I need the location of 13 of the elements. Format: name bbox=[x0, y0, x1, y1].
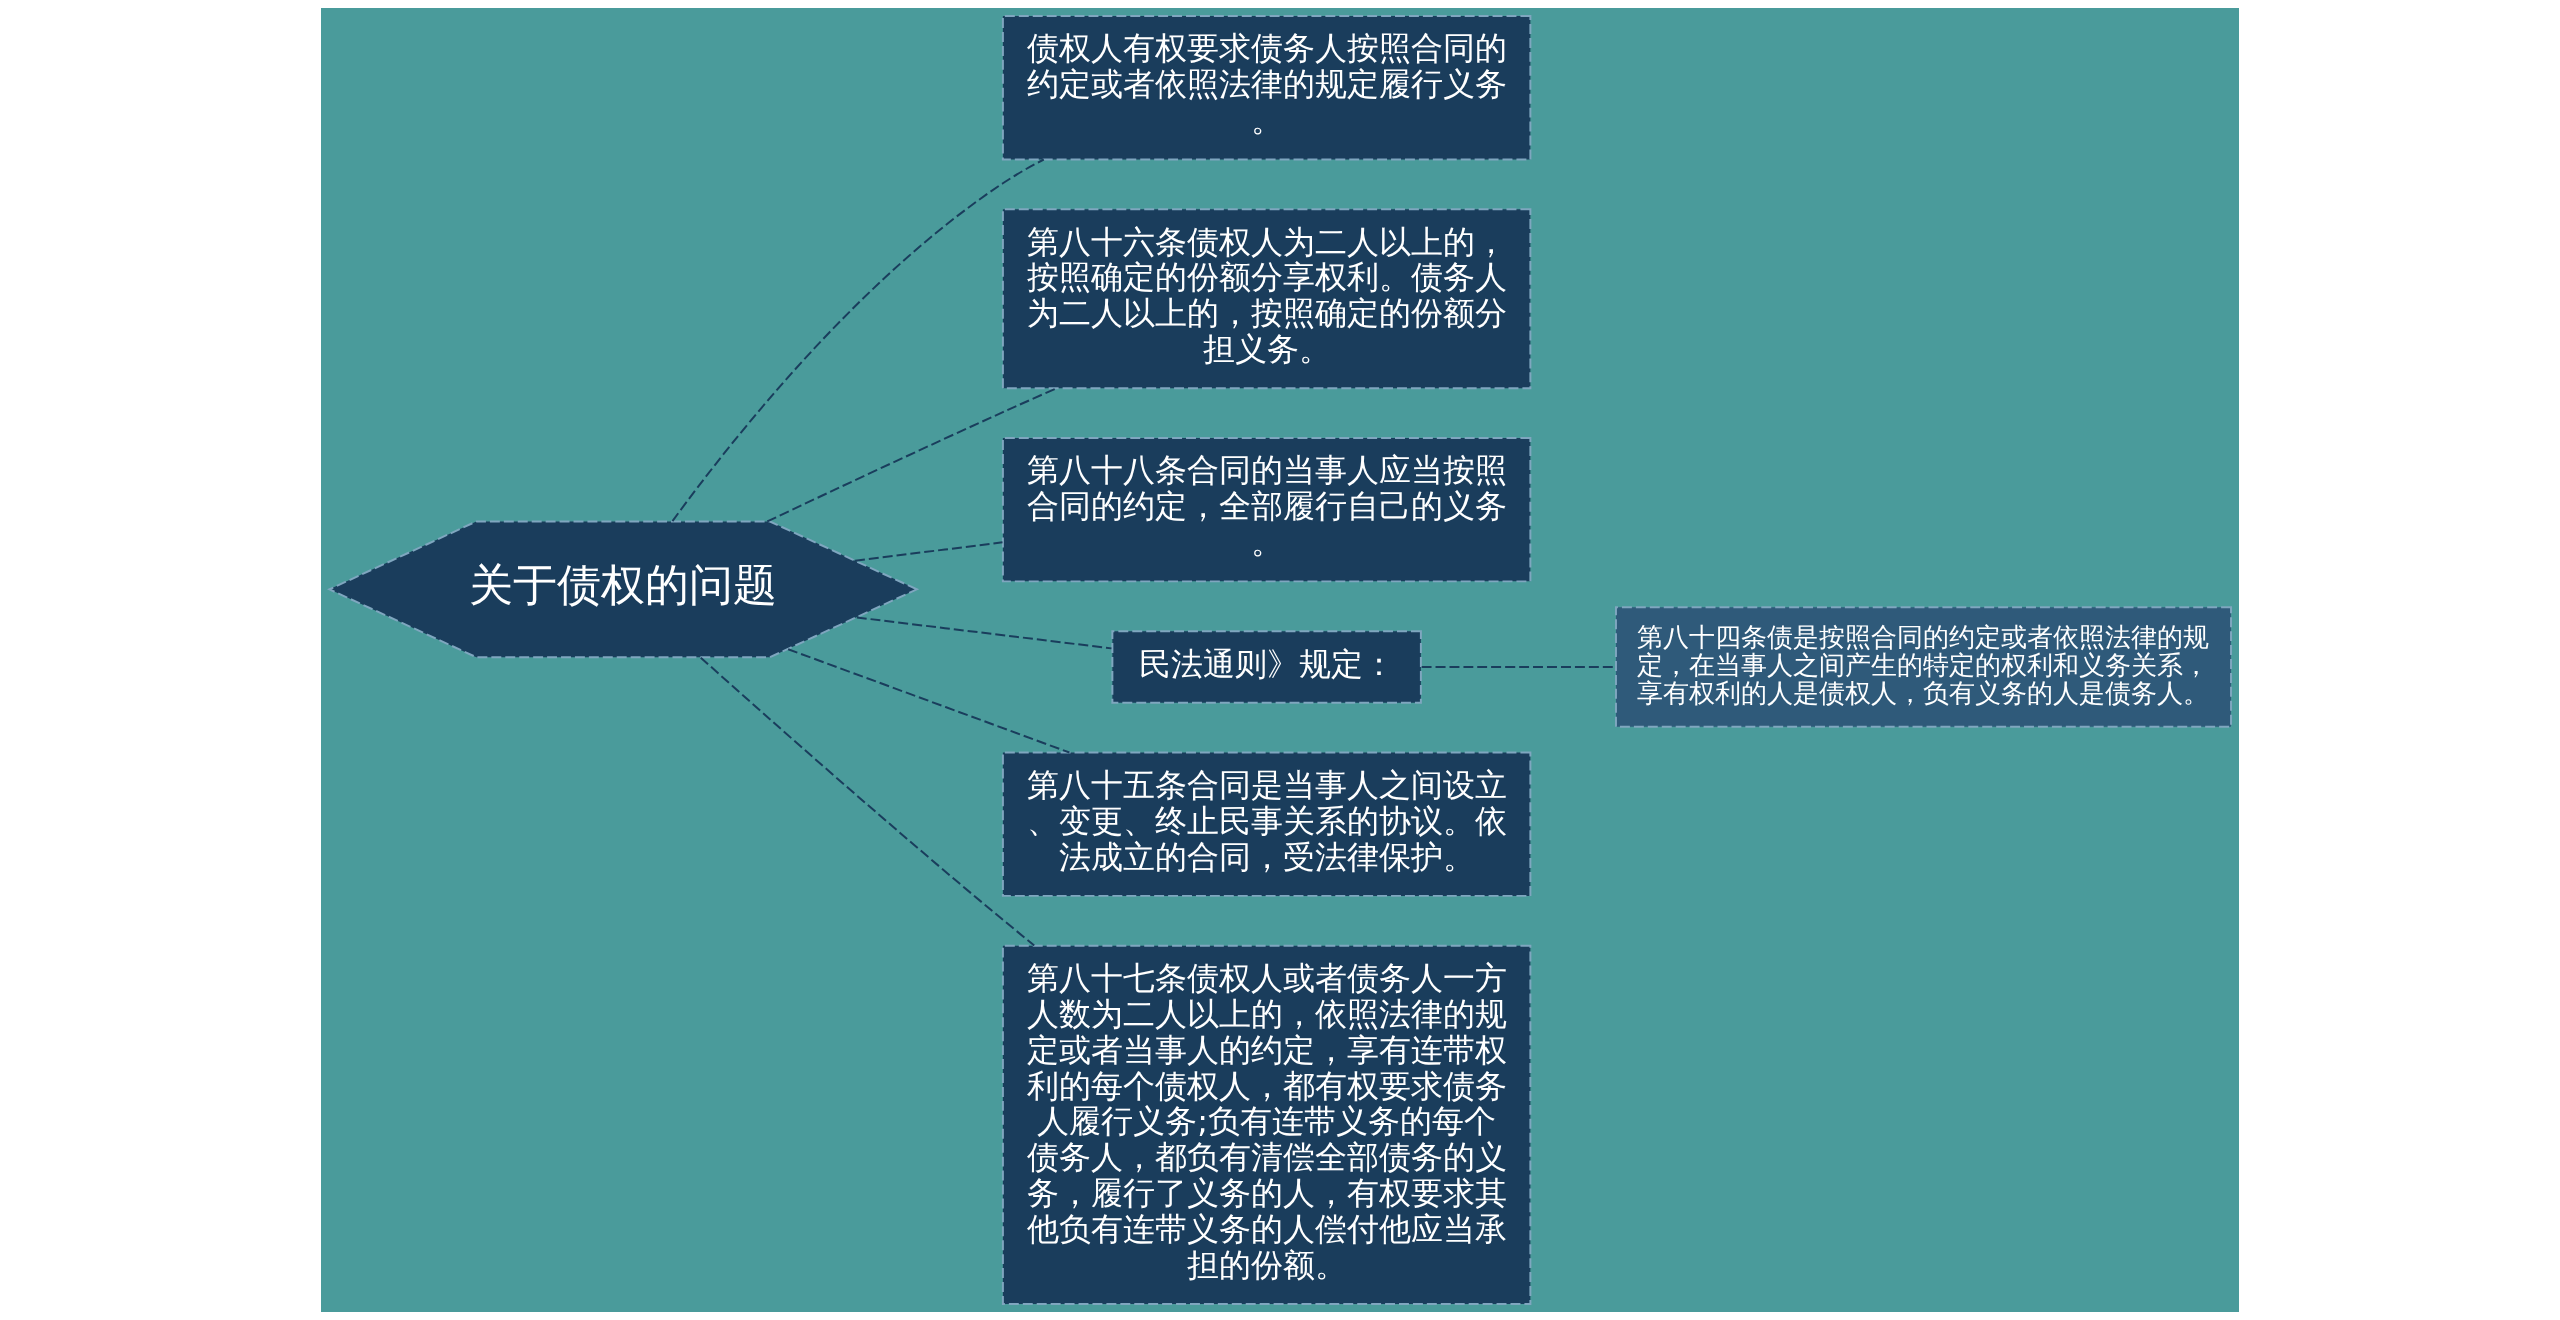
node-box: 第八十七条债权人或者债务人一方人数为二人以上的，依照法律的规定或者当事人的约定，享有连带权利的每个债权人，都有权要求债务人履行义务;负有连带义务的每个债务人，都负有清偿全部债务的义务，履行了义务的人，有权要求其他负有连带义务的人偿付他应当承担的份额。 bbox=[1001, 944, 1532, 1305]
node-box: 民法通则》规定： bbox=[1111, 630, 1422, 704]
node-box: 债权人有权要求债务人按照合同的约定或者依照法律的规定履行义务。 bbox=[1001, 15, 1532, 161]
node-box: 第八十四条债是按照合同的约定或者依照法律的规定，在当事人之间产生的特定的权利和义务关系，享有权利的人是债权人，负有义务的人是债务人。 bbox=[1614, 606, 2233, 728]
connector bbox=[855, 616, 1113, 650]
node-box: 第八十五条合同是当事人之间设立、变更、终止民事关系的协议。依法成立的合同，受法律保护。 bbox=[1001, 751, 1532, 897]
connector bbox=[699, 656, 1036, 947]
connector bbox=[766, 387, 1057, 523]
connector bbox=[787, 648, 1071, 754]
node-box: 第八十八条合同的当事人应当按照合同的约定，全部履行自己的义务。 bbox=[1001, 437, 1532, 583]
connector bbox=[854, 541, 1004, 562]
connector bbox=[671, 158, 1045, 523]
node-box: 第八十六条债权人为二人以上的，按照确定的份额分享权利。债务人为二人以上的，按照确定的份额分担义务。 bbox=[1001, 208, 1532, 390]
